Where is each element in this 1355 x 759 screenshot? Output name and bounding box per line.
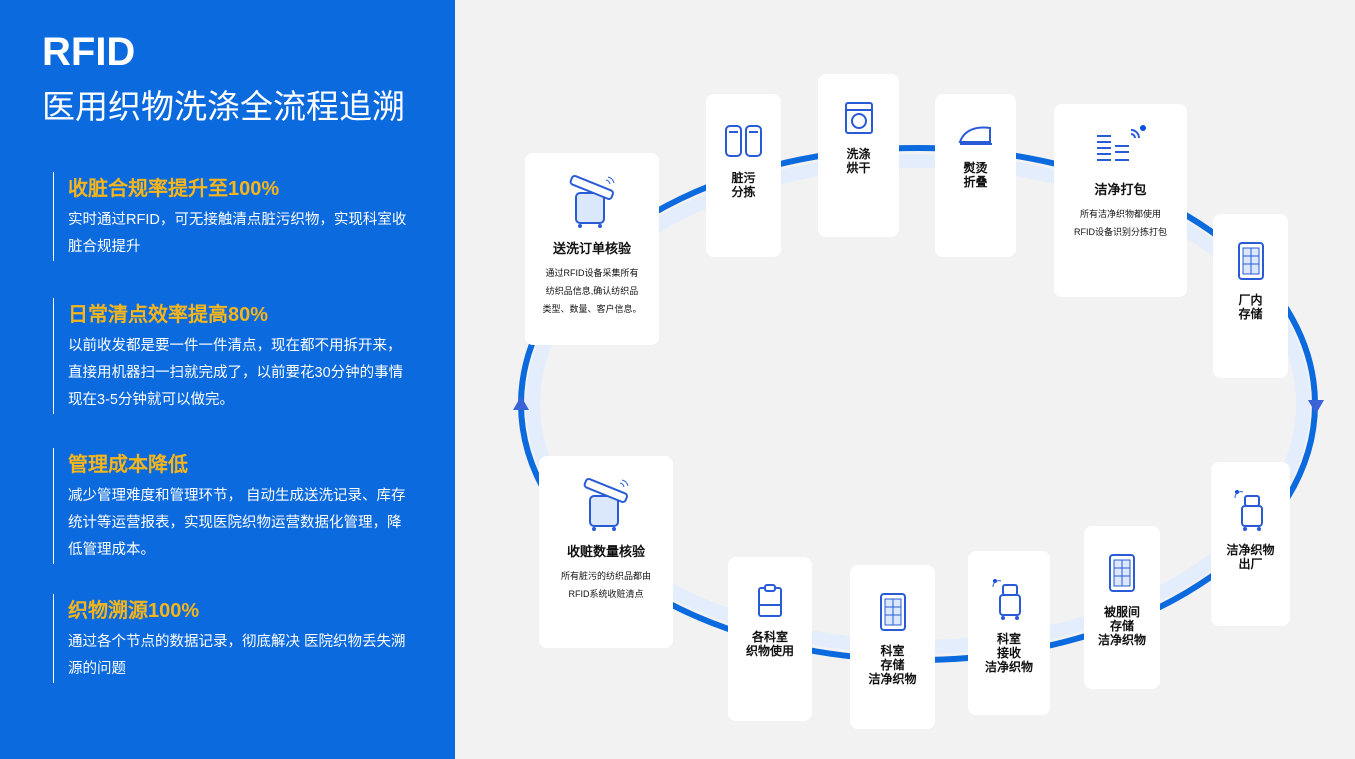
- process-step-card: 厂内 存储: [1213, 214, 1288, 378]
- step-label: 洁净打包: [1094, 182, 1147, 197]
- process-step-card: 收赃数量核验所有脏污的纺织品都由 RFID系统收赃清点: [539, 456, 673, 648]
- step-label: 洁净织物 出厂: [1226, 543, 1275, 571]
- feature-heading: 织物溯源100%: [68, 600, 200, 622]
- arrow-down-icon: [1308, 400, 1324, 414]
- washing-machine-icon: [818, 100, 899, 141]
- feature-heading: 日常清点效率提高80%: [68, 304, 269, 326]
- feature-heading: 管理成本降低: [68, 454, 188, 476]
- step-label: 被服间 存储 洁净织物: [1097, 605, 1146, 647]
- cart-icon: [968, 577, 1050, 626]
- process-step-card: 各科室 织物使用: [728, 557, 812, 721]
- storage-cabinet-icon: [1213, 240, 1288, 287]
- step-label: 科室 接收 洁净织物: [984, 632, 1033, 674]
- arrow-up-icon: [513, 396, 529, 410]
- left-panel: RFID 医用织物洗涤全流程追溯 收脏合规率提升至100% 实时通过RFID，可无…: [0, 0, 455, 759]
- iron-icon: [935, 120, 1016, 155]
- feature-2: 日常清点效率提高80% 以前收发都是要一件一件清点，现在都不用拆开来，直接用机器扫…: [53, 298, 413, 414]
- clipboard-icon: [728, 583, 812, 624]
- feature-text: 通过各个节点的数据记录，彻底解决 医院织物丢失溯源的问题: [68, 634, 406, 677]
- step-label: 熨烫 折叠: [963, 161, 988, 189]
- process-step-card: 被服间 存储 洁净织物: [1084, 526, 1160, 689]
- title: RFID: [42, 30, 136, 74]
- laundry-bags-icon: [706, 120, 781, 165]
- step-label: 脏污 分拣: [731, 171, 756, 199]
- feature-heading: 收脏合规率提升至100%: [68, 178, 280, 200]
- step-label: 科室 存储 洁净织物: [868, 644, 917, 686]
- process-step-card: 熨烫 折叠: [935, 94, 1016, 257]
- folded-linen-icon: [1054, 122, 1187, 177]
- process-step-card: 洗涤 烘干: [818, 74, 899, 237]
- feature-text: 以前收发都是要一件一件清点，现在都不用拆开来，直接用机器扫一扫就完成了，以前要花…: [68, 338, 404, 408]
- process-step-card: 洁净织物 出厂: [1211, 462, 1290, 626]
- storage-cabinet-icon: [850, 591, 935, 638]
- rfid-scan-cart-icon: [525, 171, 659, 236]
- feature-text: 实时通过RFID，可无接触清点脏污织物，实现科室收脏合规提升: [68, 212, 407, 255]
- step-label: 厂内 存储: [1238, 293, 1263, 321]
- step-description: 通过RFID设备采集所有 纺织品信息,确认纺织品 类型、数量、客户信息。: [542, 268, 642, 314]
- step-description: 所有洁净织物都使用 RFID设备识别分拣打包: [1074, 209, 1167, 237]
- step-label: 收赃数量核验: [566, 544, 645, 559]
- subtitle: 医用织物洗涤全流程追溯: [42, 88, 405, 125]
- step-label: 送洗订单核验: [552, 241, 631, 256]
- feature-1: 收脏合规率提升至100% 实时通过RFID，可无接触清点脏污织物，实现科室收脏合规…: [53, 172, 413, 261]
- rfid-scan-cart-icon: [539, 474, 673, 539]
- step-description: 所有脏污的纺织品都由 RFID系统收赃清点: [560, 571, 651, 599]
- feature-text: 减少管理难度和管理环节， 自动生成送洗记录、库存统计等运营报表，实现医院织物运营…: [68, 488, 406, 558]
- storage-cabinet-icon: [1084, 552, 1160, 599]
- process-step-card: 科室 存储 洁净织物: [850, 565, 935, 729]
- feature-3: 管理成本降低减少管理难度和管理环节， 自动生成送洗记录、库存统计等运营报表，实现…: [53, 448, 413, 564]
- step-label: 各科室 织物使用: [745, 630, 794, 658]
- feature-4: 织物溯源100% 通过各个节点的数据记录，彻底解决 医院织物丢失溯源的问题: [53, 594, 413, 683]
- process-step-card: 科室 接收 洁净织物: [968, 551, 1050, 715]
- process-step-card: 送洗订单核验通过RFID设备采集所有 纺织品信息,确认纺织品 类型、数量、客户信…: [525, 153, 659, 345]
- step-label: 洗涤 烘干: [846, 147, 871, 175]
- process-step-card: 洁净打包所有洁净织物都使用 RFID设备识别分拣打包: [1054, 104, 1187, 297]
- process-step-card: 脏污 分拣: [706, 94, 781, 257]
- cart-icon: [1211, 488, 1290, 537]
